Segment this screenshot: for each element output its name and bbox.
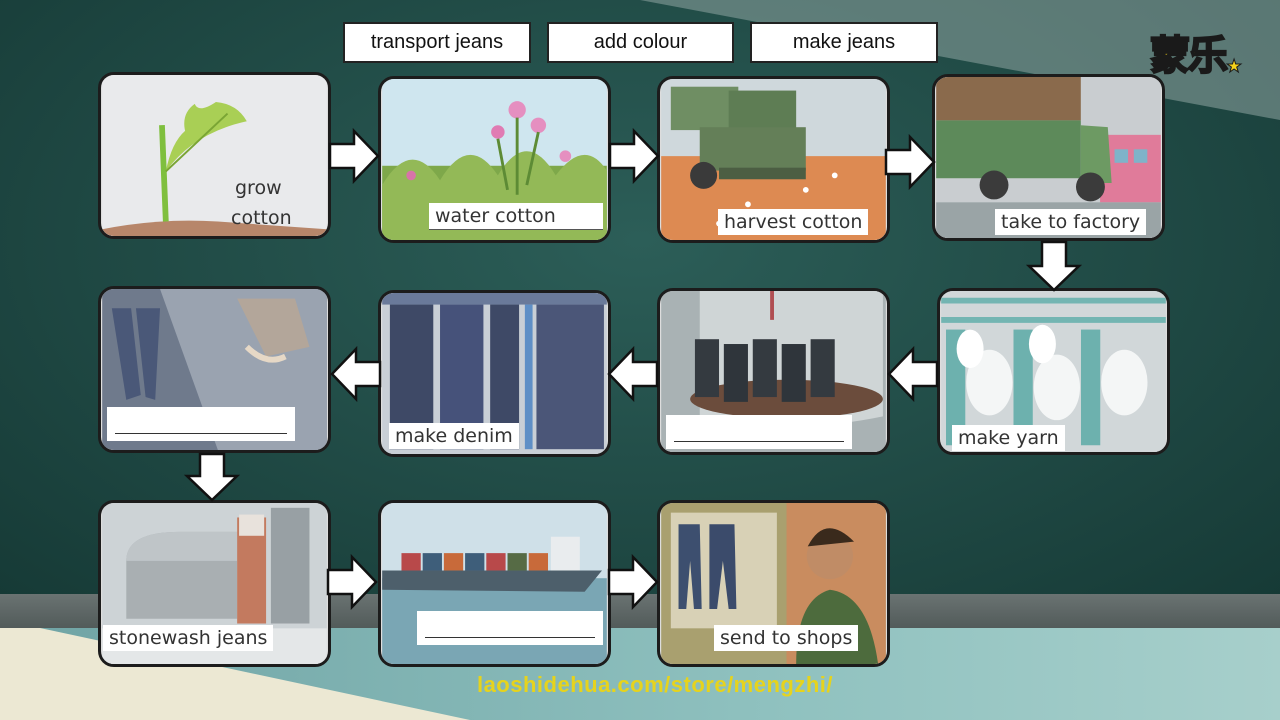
answer-blank[interactable] <box>107 407 295 441</box>
footer-url[interactable]: laoshidehua.com/store/mengzhi/ <box>476 672 834 697</box>
word-bank-item-add-colour[interactable]: add colour <box>547 22 734 63</box>
step-label: take to factory <box>995 209 1147 235</box>
step-card-blank-sewing <box>98 286 331 453</box>
answer-blank[interactable] <box>417 611 603 645</box>
logo-text: 蒙乐 <box>1149 32 1229 80</box>
step-label-line2: cotton <box>231 207 292 229</box>
arrow-down-icon <box>1026 240 1082 292</box>
washing-machine-image <box>102 503 327 664</box>
cotton-seedling-image <box>102 75 327 236</box>
step-card-harvest-cotton: harvest cotton <box>657 76 890 243</box>
step-label: stonewash jeans <box>103 625 274 651</box>
arrow-right-icon <box>607 554 659 610</box>
arrow-left-icon <box>607 346 659 402</box>
step-label: make denim <box>389 423 519 449</box>
step-label: send to shops <box>714 625 859 651</box>
step-card-stonewash-jeans: stonewash jeans <box>98 500 331 667</box>
step-card-make-denim: make denim <box>378 290 611 457</box>
arrow-right-icon <box>884 134 936 190</box>
step-label: make yarn <box>952 425 1065 451</box>
star-icon: ★ <box>1225 55 1242 77</box>
step-card-blank-dye <box>657 288 890 455</box>
step-card-take-to-factory: take to factory <box>932 74 1165 241</box>
brand-logo: 蒙乐★ <box>1149 18 1262 86</box>
word-bank-item-transport-jeans[interactable]: transport jeans <box>343 22 531 63</box>
arrow-right-icon <box>608 128 660 184</box>
step-label: harvest cotton <box>718 209 869 235</box>
arrow-right-icon <box>326 554 378 610</box>
shop-window-image <box>661 503 886 664</box>
step-label: water cotton <box>429 203 603 230</box>
arrow-left-icon <box>330 346 382 402</box>
word-bank-item-make-jeans[interactable]: make jeans <box>750 22 938 63</box>
step-card-send-to-shops: send to shops <box>657 500 890 667</box>
step-card-blank-ship <box>378 500 611 667</box>
step-label-line1: grow <box>235 177 282 199</box>
step-card-grow-cotton: grow cotton <box>98 72 331 239</box>
answer-blank[interactable] <box>666 415 852 449</box>
arrow-left-icon <box>887 346 939 402</box>
arrow-right-icon <box>328 128 380 184</box>
harvester-image <box>661 79 886 240</box>
step-card-water-cotton: water cotton <box>378 76 611 243</box>
arrow-down-icon <box>184 452 240 502</box>
step-card-make-yarn: make yarn <box>937 288 1170 455</box>
